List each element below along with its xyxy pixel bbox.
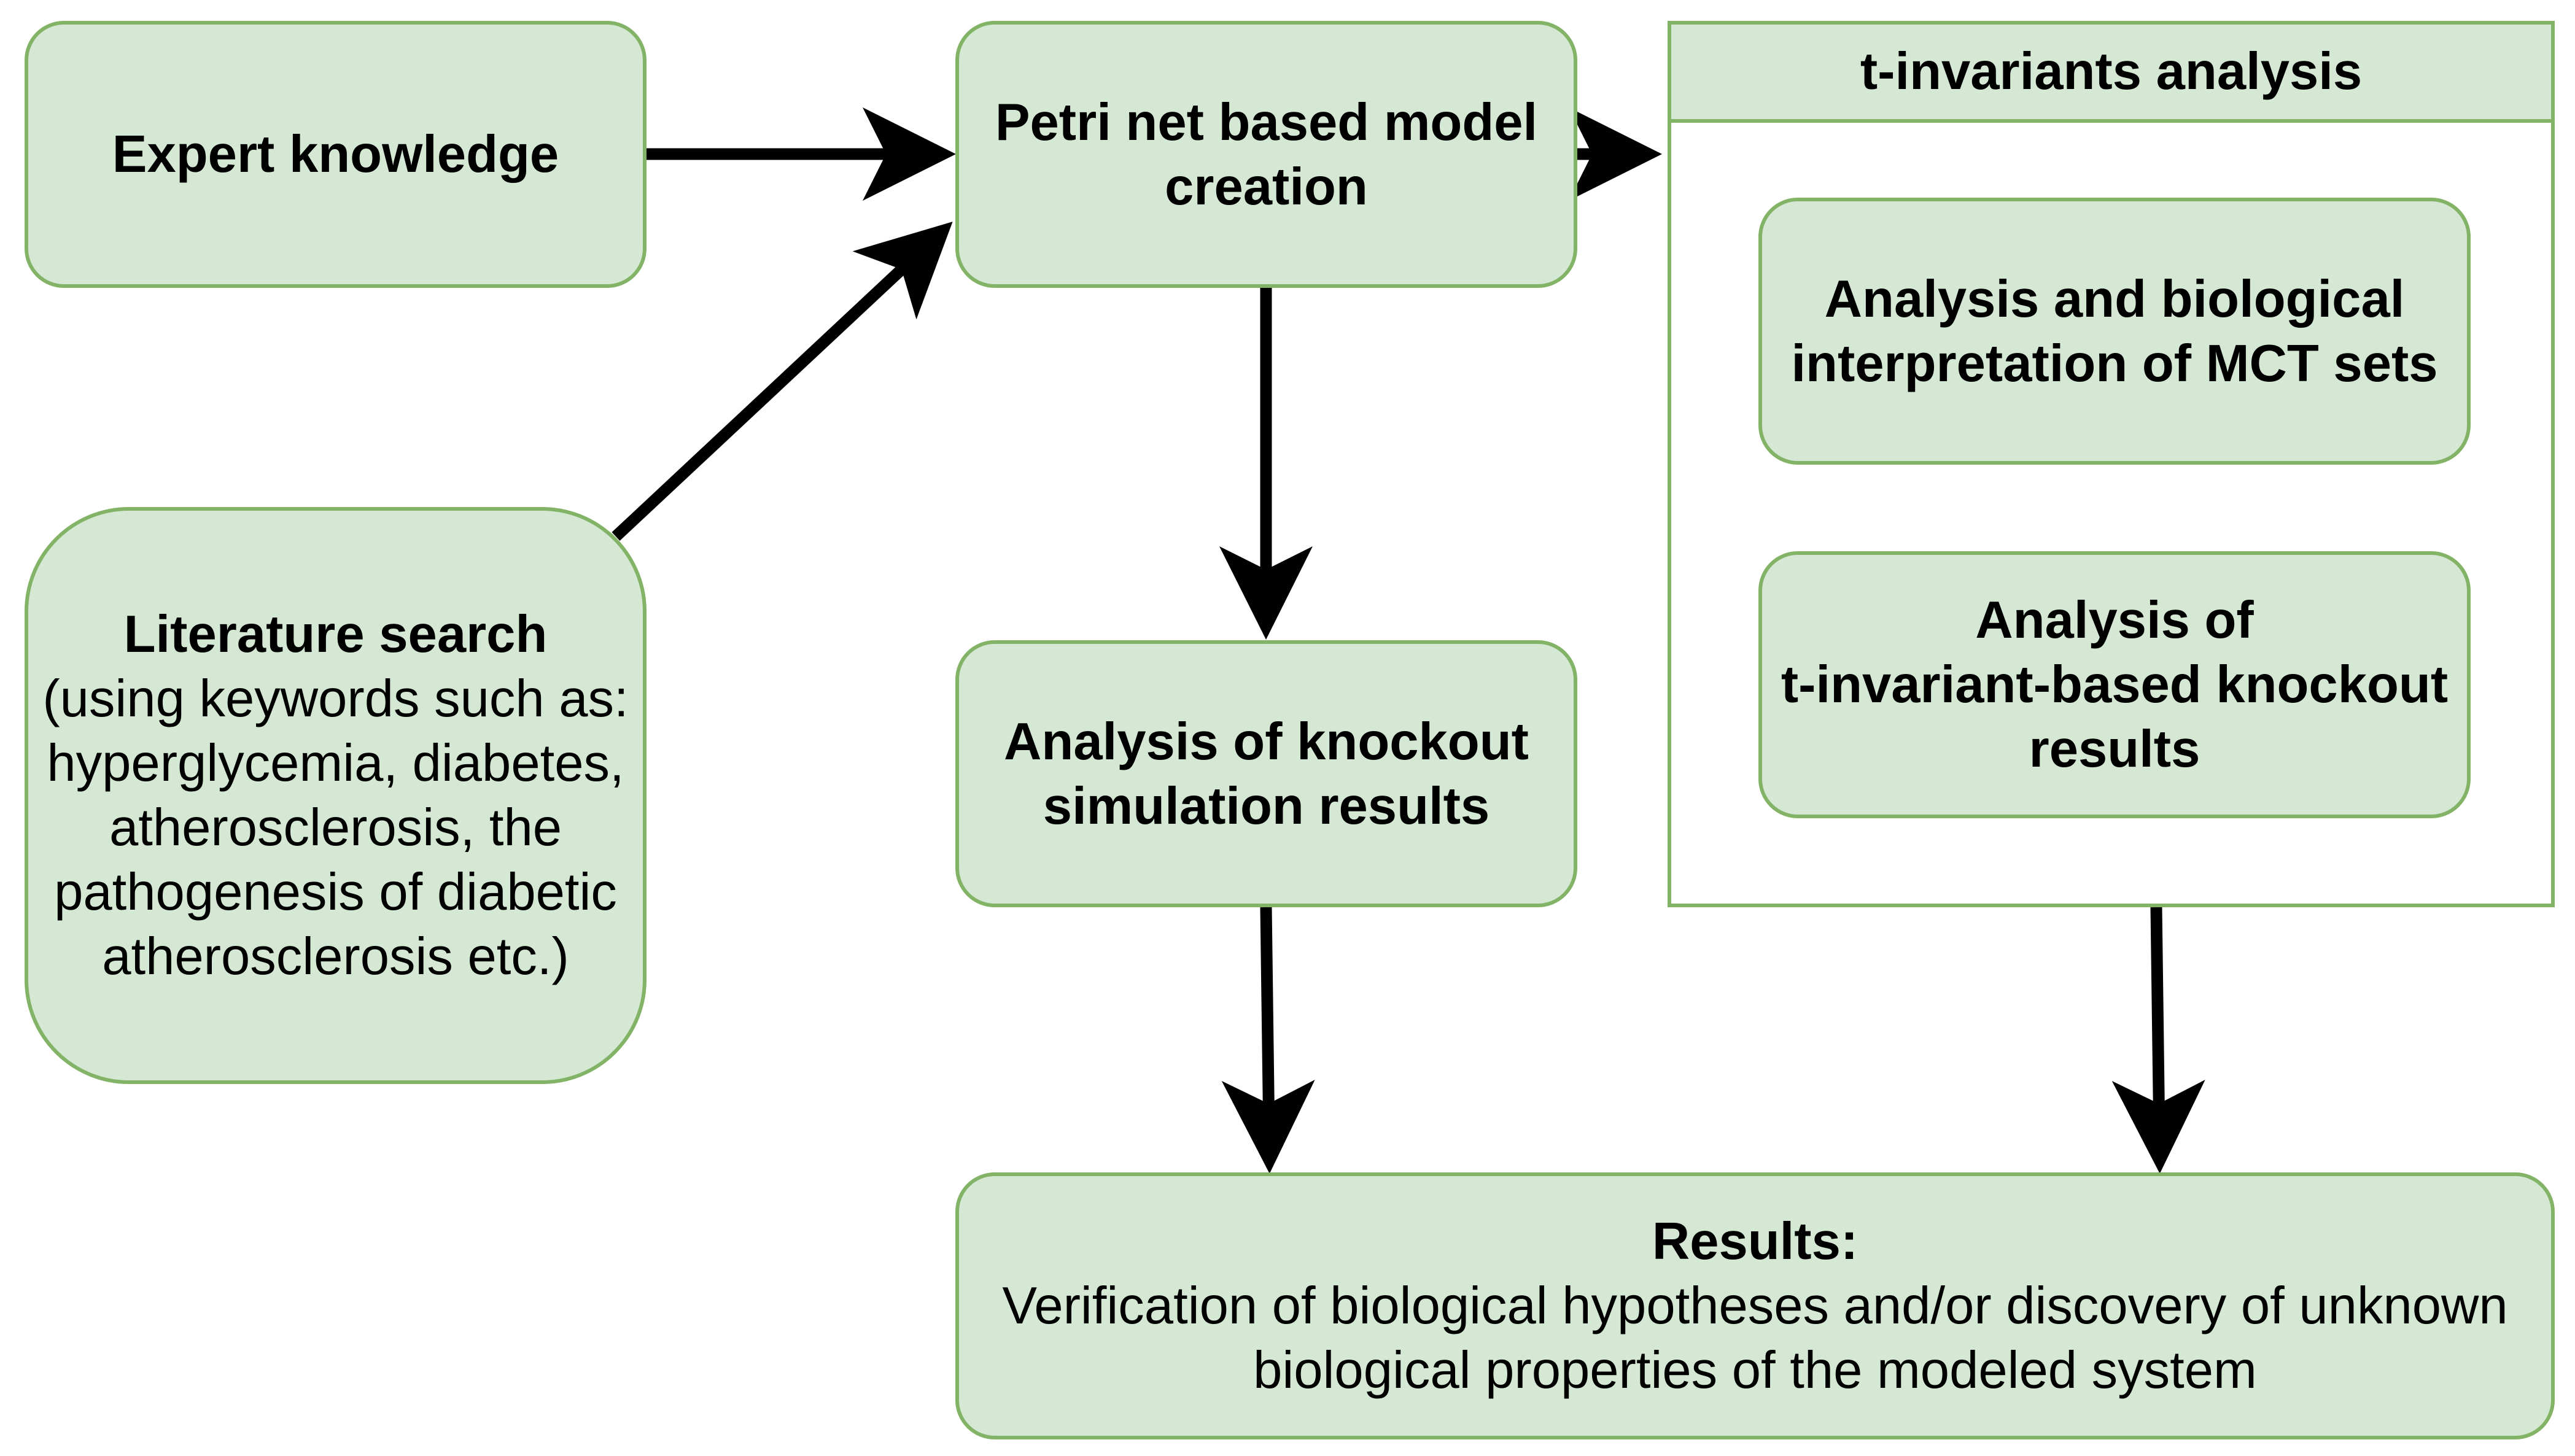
arrow-literature-to-petri bbox=[612, 222, 953, 541]
petri-net-label-line-1: Petri net based model bbox=[995, 93, 1538, 152]
results-line-1: Verification of biological hypotheses an… bbox=[1002, 1277, 2508, 1335]
tinv-knockout-line-3: results bbox=[2029, 720, 2200, 778]
literature-search-title: Literature search bbox=[123, 605, 548, 664]
petri-net-label-line-2: creation bbox=[1165, 157, 1368, 216]
petri-net-model-creation-node: Petri net based model creation bbox=[955, 21, 1577, 288]
arrow-knockout-to-results bbox=[1221, 907, 1315, 1174]
results-line-2: biological properties of the modeled sys… bbox=[1253, 1341, 2257, 1400]
results-title: Results: bbox=[1652, 1212, 1858, 1271]
expert-knowledge-node: Expert knowledge bbox=[25, 21, 647, 288]
arrow-tinvariants-to-results bbox=[2111, 907, 2205, 1174]
mct-sets-analysis-node: Analysis and biological interpretation o… bbox=[1758, 198, 2471, 465]
literature-search-line-3: atherosclerosis, the bbox=[109, 799, 562, 857]
literature-search-line-4: pathogenesis of diabetic bbox=[54, 863, 617, 921]
tinv-knockout-line-1: Analysis of bbox=[1975, 591, 2254, 649]
knockout-analysis-line-1: Analysis of knockout bbox=[1004, 712, 1529, 771]
expert-knowledge-label: Expert knowledge bbox=[112, 125, 559, 184]
literature-search-line-2: hyperglycemia, diabetes, bbox=[47, 734, 624, 792]
mct-analysis-line-2: interpretation of MCT sets bbox=[1791, 334, 2438, 393]
literature-search-node: Literature search (using keywords such a… bbox=[25, 507, 647, 1084]
knockout-simulation-analysis-node: Analysis of knockout simulation results bbox=[955, 640, 1577, 907]
knockout-analysis-line-2: simulation results bbox=[1043, 776, 1490, 835]
tinv-knockout-line-2: t-invariant-based knockout bbox=[1781, 656, 2449, 714]
t-invariants-analysis-header: t-invariants analysis bbox=[1671, 25, 2551, 123]
literature-search-line-5: atherosclerosis etc.) bbox=[102, 927, 569, 986]
results-node: Results: Verification of biological hypo… bbox=[955, 1172, 2555, 1439]
literature-search-line-1: (using keywords such as: bbox=[42, 670, 629, 728]
mct-analysis-line-1: Analysis and biological bbox=[1824, 269, 2405, 328]
t-invariant-knockout-analysis-node: Analysis of t-invariant-based knockout r… bbox=[1758, 551, 2471, 818]
